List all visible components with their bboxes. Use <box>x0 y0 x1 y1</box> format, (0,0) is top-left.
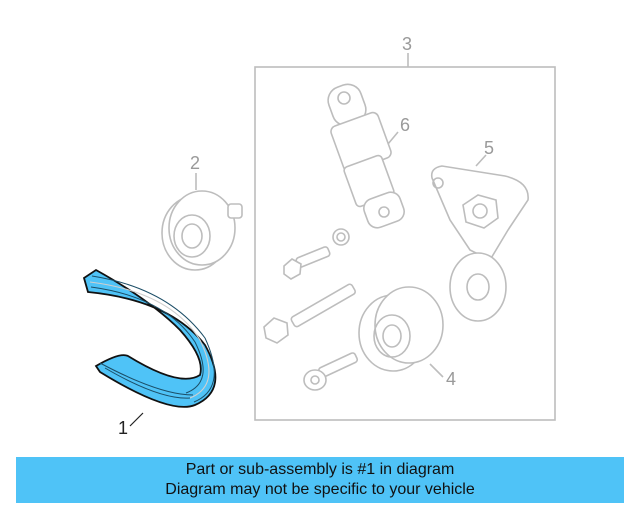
idler-pulley-bottom-part: 4 <box>358 286 456 389</box>
damper-part: 6 <box>327 83 410 229</box>
tensioner-bracket-part: 5 <box>430 138 529 322</box>
callout-2: 2 <box>190 153 200 173</box>
callout-5: 5 <box>484 138 494 158</box>
callout-4: 4 <box>446 369 456 389</box>
callout-6: 6 <box>400 115 410 135</box>
info-bar: Part or sub-assembly is #1 in diagram Di… <box>16 457 624 503</box>
serpentine-belt-part: 1 <box>82 268 217 438</box>
idler-pulley-top-part: 2 <box>161 153 243 271</box>
tensioner-assembly-box: 3 <box>254 34 556 421</box>
callout-1: 1 <box>118 418 128 438</box>
info-bar-line-2: Diagram may not be specific to your vehi… <box>165 481 475 498</box>
callout-3: 3 <box>402 34 412 54</box>
info-bar-line-1: Part or sub-assembly is #1 in diagram <box>185 461 455 478</box>
bolts-and-washer <box>263 228 359 391</box>
